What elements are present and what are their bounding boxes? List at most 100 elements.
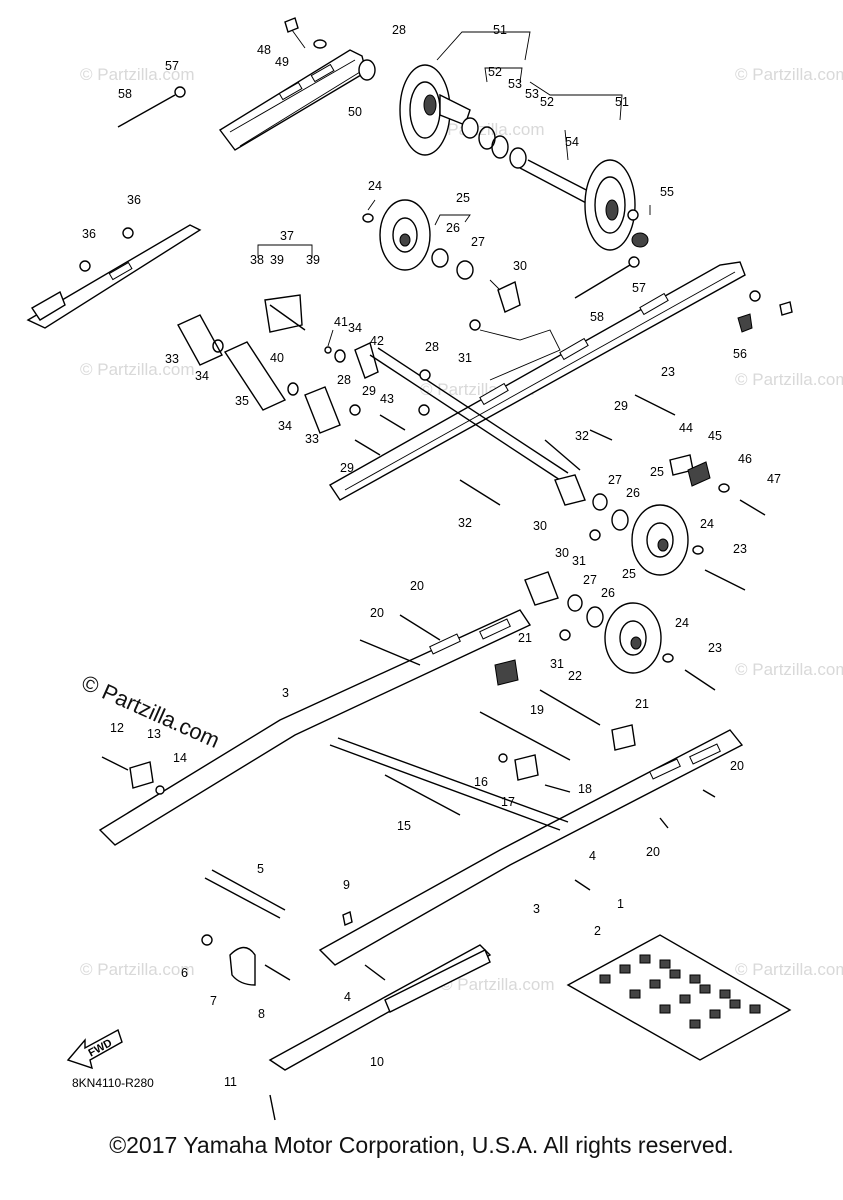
- callout: 2: [594, 924, 601, 938]
- fwd-arrow: FWD: [66, 1028, 123, 1070]
- callout: 32: [458, 516, 472, 530]
- watermark: © Partzilla.com: [430, 120, 545, 139]
- callout: 24: [368, 179, 382, 193]
- callout: 20: [730, 759, 744, 773]
- callout: 33: [305, 432, 319, 446]
- callout: 23: [708, 641, 722, 655]
- callout: 52: [540, 95, 554, 109]
- slide-rail-frame: [98, 609, 744, 966]
- collar: [358, 59, 376, 81]
- callout: 42: [370, 334, 384, 348]
- shaft-collar: [223, 341, 287, 411]
- callout: 40: [270, 351, 284, 365]
- leader-lines: [257, 31, 651, 347]
- watermark: © Partzilla.com: [735, 65, 843, 84]
- callout: 29: [614, 399, 628, 413]
- callout: 17: [501, 795, 515, 809]
- callout: 30: [533, 519, 547, 533]
- callout: 23: [661, 365, 675, 379]
- callout: 38: [250, 253, 264, 267]
- callout: 15: [397, 819, 411, 833]
- watermark: © Partzilla.com: [80, 360, 195, 379]
- callout: 12: [110, 721, 124, 735]
- callout: 25: [456, 191, 470, 205]
- callout: 52: [488, 65, 502, 79]
- callout: 36: [127, 193, 141, 207]
- callout: 21: [518, 631, 532, 645]
- callout: 29: [340, 461, 354, 475]
- upper-arm-assembly: [117, 17, 376, 151]
- callout: 19: [530, 703, 544, 717]
- left-slide-rail: [98, 609, 532, 846]
- callout: 55: [660, 185, 674, 199]
- callout: 33: [165, 352, 179, 366]
- callout: 9: [343, 878, 350, 892]
- cross-shafts-upper: [177, 294, 569, 481]
- callout: 10: [370, 1055, 384, 1069]
- callout: 53: [508, 77, 522, 91]
- watermark: © Partzilla.com: [440, 975, 555, 994]
- callout: 58: [590, 310, 604, 324]
- callout: 5: [257, 862, 264, 876]
- callout: 13: [147, 727, 161, 741]
- callout: 3: [533, 902, 540, 916]
- callout: 6: [181, 966, 188, 980]
- idler-wheel-assembly: [399, 64, 649, 299]
- fwd-label: FWD: [86, 1037, 114, 1059]
- bolt-head: [284, 17, 299, 33]
- watermarks: © Partzilla.com © Partzilla.com © Partzi…: [80, 65, 843, 994]
- callout: 43: [380, 392, 394, 406]
- callout: 28: [337, 373, 351, 387]
- fwd-arrow-icon: [66, 1028, 123, 1070]
- watermark: © Partzilla.com: [80, 960, 195, 979]
- callout: 32: [575, 429, 589, 443]
- callout: 28: [425, 340, 439, 354]
- callout: 27: [471, 235, 485, 249]
- callout: 18: [578, 782, 592, 796]
- callout: 37: [280, 229, 294, 243]
- callout: 8: [258, 1007, 265, 1021]
- callout: 31: [550, 657, 564, 671]
- callout: 4: [344, 990, 351, 1004]
- pivot-arm: [264, 294, 303, 333]
- callout: 31: [458, 351, 472, 365]
- callout: 49: [275, 55, 289, 69]
- callout: 25: [622, 567, 636, 581]
- callout: 11: [224, 1075, 237, 1089]
- callout: 50: [348, 105, 362, 119]
- middle-components: [349, 369, 766, 591]
- callout: 34: [278, 419, 292, 433]
- callout: 7: [210, 994, 217, 1008]
- callout: 26: [626, 486, 640, 500]
- watermark: © Partzilla.com: [735, 370, 843, 389]
- callout: 53: [525, 87, 539, 101]
- callout: 14: [173, 751, 187, 765]
- callout: 34: [348, 321, 362, 335]
- track-clip-detail: [566, 934, 792, 1061]
- callout: 27: [608, 473, 622, 487]
- callout: 26: [446, 221, 460, 235]
- callout: 30: [555, 546, 569, 560]
- callout: 26: [601, 586, 615, 600]
- callout: 58: [118, 87, 132, 101]
- watermark: © Partzilla.com: [735, 960, 843, 979]
- diagram-code: 8KN4110-R280: [72, 1076, 154, 1090]
- callout: 57: [632, 281, 646, 295]
- right-slide-rail: [318, 729, 744, 966]
- callout: 20: [370, 606, 384, 620]
- callout: 4: [589, 849, 596, 863]
- left-upper-rail: [26, 224, 202, 329]
- callouts: 51 52 53 53 52 51 54 55 56 57 58 48 49 5…: [82, 23, 781, 1089]
- bumper: [229, 946, 256, 986]
- callout: 47: [767, 472, 781, 486]
- callout: 35: [235, 394, 249, 408]
- callout: 24: [675, 616, 689, 630]
- upper-wheel-group: [362, 199, 561, 381]
- upper-arm: [218, 49, 367, 151]
- callout: 3: [282, 686, 289, 700]
- callout: 25: [650, 465, 664, 479]
- lower-wheel-group: [524, 571, 716, 691]
- callout: 45: [708, 429, 722, 443]
- callout: 48: [257, 43, 271, 57]
